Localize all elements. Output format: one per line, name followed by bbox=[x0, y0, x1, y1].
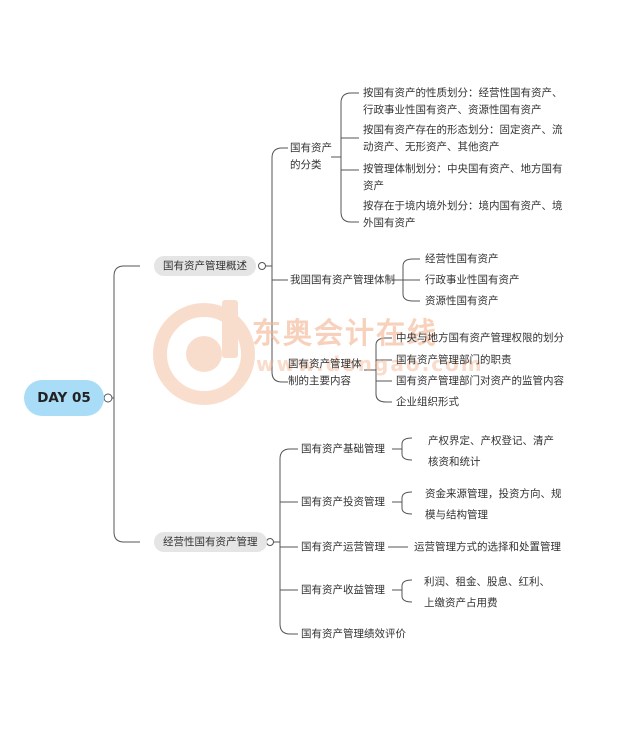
basic-item: 产权界定、产权登记、清产核资和统计 bbox=[428, 435, 554, 468]
root-node[interactable]: DAY 05 bbox=[24, 380, 104, 416]
classification-item: 按国有资产存在的形态划分：固定资产、流动资产、无形资产、其他资产 bbox=[363, 124, 563, 153]
content-item: 国有资产管理部门的职责 bbox=[396, 354, 512, 366]
classification-item: 按管理体制划分：中央国有资产、地方国有资产 bbox=[363, 163, 563, 192]
operate-item: 运营管理方式的选择和处置管理 bbox=[414, 541, 561, 553]
branch-operating-assets[interactable]: 经营性国有资产管理 bbox=[154, 532, 267, 552]
system-item: 行政事业性国有资产 bbox=[425, 274, 520, 286]
system-item: 经营性国有资产 bbox=[425, 253, 499, 265]
content-item: 中央与地方国有资产管理权限的划分 bbox=[396, 332, 564, 344]
node-income-management[interactable]: 国有资产收益管理 bbox=[301, 584, 385, 596]
node-management-system[interactable]: 我国国有资产管理体制 bbox=[290, 274, 395, 286]
content-item: 国有资产管理部门对资产的监管内容 bbox=[396, 375, 564, 387]
income-item: 利润、租金、股息、红利、上缴资产占用费 bbox=[424, 576, 550, 609]
system-item: 资源性国有资产 bbox=[425, 295, 499, 307]
branch-overview[interactable]: 国有资产管理概述 bbox=[154, 256, 256, 276]
node-classification[interactable]: 国有资产的分类 bbox=[290, 142, 332, 171]
node-system-content[interactable]: 国有资产管理体制的主要内容 bbox=[288, 358, 362, 387]
classification-item: 按国有资产的性质划分：经营性国有资产、行政事业性国有资产、资源性国有资产 bbox=[363, 87, 563, 116]
classification-item: 按存在于境内境外划分：境内国有资产、境外国有资产 bbox=[363, 200, 563, 229]
node-investment-management[interactable]: 国有资产投资管理 bbox=[301, 496, 385, 508]
node-operation-management[interactable]: 国有资产运营管理 bbox=[301, 541, 385, 553]
invest-item: 资金来源管理，投资方向、规模与结构管理 bbox=[425, 488, 562, 521]
content-item: 企业组织形式 bbox=[396, 396, 459, 408]
node-basic-management[interactable]: 国有资产基础管理 bbox=[301, 443, 385, 455]
node-performance-evaluation[interactable]: 国有资产管理绩效评价 bbox=[301, 628, 406, 640]
